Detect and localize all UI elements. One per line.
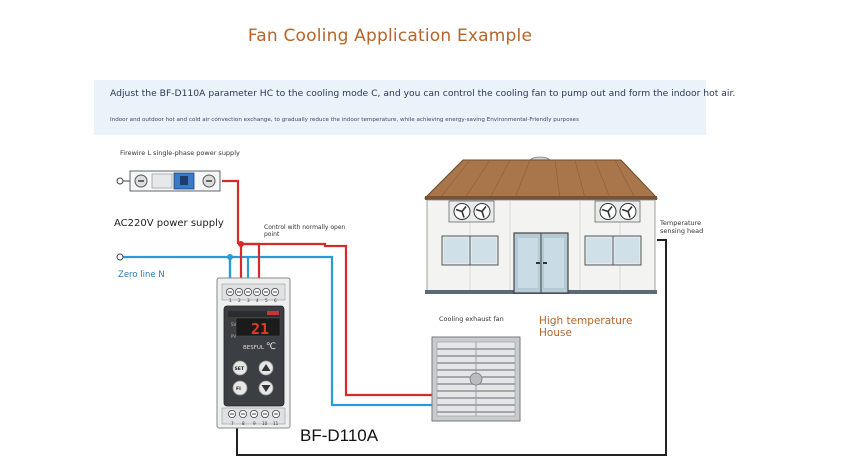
circuit-breaker [116, 170, 221, 192]
svg-text:2: 2 [238, 298, 241, 303]
house-label: High temperature House [539, 315, 633, 339]
house [423, 156, 659, 294]
wall-fan-right-icon [594, 200, 641, 223]
svg-text:3: 3 [247, 298, 250, 303]
controller-display-value: 21 [251, 320, 269, 338]
fi-button[interactable]: FI [232, 380, 248, 396]
terminal-numbers: 1 2 3 4 5 6 7 8 9 10 11 [229, 298, 279, 426]
set-button[interactable]: SET [232, 360, 248, 376]
sensor-wire [236, 239, 667, 456]
exhaust-fan-label: Cooling exhaust fan [439, 315, 504, 323]
controller-brand: BESFUL [243, 345, 265, 351]
svg-text:10: 10 [262, 421, 268, 426]
ac-power-label: AC220V power supply [114, 218, 224, 229]
roof [423, 159, 659, 199]
svg-text:7: 7 [231, 421, 234, 426]
svg-text:SET: SET [235, 366, 245, 372]
neutral-terminal [116, 253, 124, 261]
controller-pv-indicator: PV [231, 334, 236, 339]
control-label: Control with normally open point [264, 224, 346, 238]
controller-unit: ℃ [266, 342, 276, 352]
bottom-terminal-block [227, 409, 280, 418]
temperature-sensor-label: Temperature sensing head [660, 219, 704, 235]
window-right [584, 235, 642, 266]
svg-text:9: 9 [253, 421, 256, 426]
house-door [513, 232, 569, 294]
description-banner [94, 80, 706, 135]
svg-text:1: 1 [229, 298, 232, 303]
page-title: Fan Cooling Application Example [247, 26, 533, 46]
up-arrow-icon [261, 364, 271, 371]
svg-text:11: 11 [273, 421, 279, 426]
model-label: BF-D110A [300, 426, 379, 445]
firewire-label: Firewire L single-phase power supply [120, 149, 240, 157]
exhaust-fan-icon [431, 336, 521, 422]
bf-d110a-controller: SV PV 21 BESFUL ℃ SET FI [216, 277, 291, 429]
controller-sv-indicator: SV [231, 322, 237, 327]
down-arrow-icon [261, 385, 271, 392]
zero-line-label: Zero line N [118, 270, 165, 280]
down-button[interactable] [258, 380, 274, 396]
live-wire [222, 179, 243, 286]
banner-line-2: Indoor and outdoor hot and cold air conv… [110, 117, 579, 123]
svg-text:FI: FI [236, 386, 241, 392]
banner-line-1: Adjust the BF-D110A parameter HC to the … [110, 88, 736, 99]
up-button[interactable] [258, 360, 274, 376]
wall-fan-left-icon [448, 200, 495, 223]
svg-text:4: 4 [256, 298, 259, 303]
svg-text:8: 8 [242, 421, 245, 426]
svg-text:5: 5 [265, 298, 268, 303]
window-left [441, 235, 499, 266]
svg-text:6: 6 [274, 298, 277, 303]
